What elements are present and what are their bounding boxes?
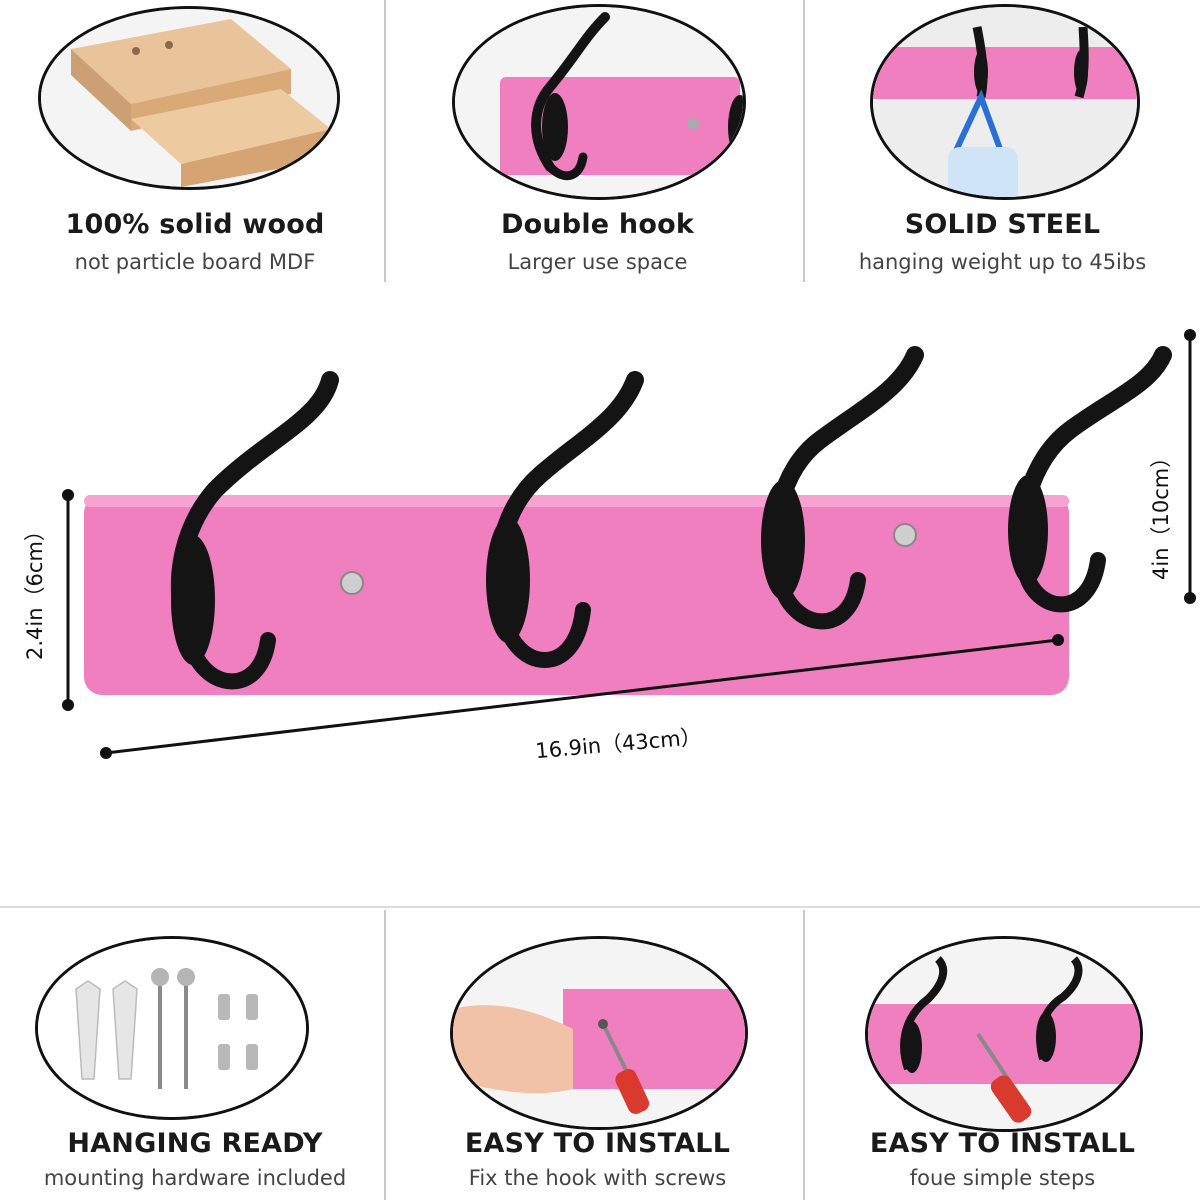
product-dimension-view: 2.4in（6cm） 16.9in（43cm） 4in（10cm）	[0, 300, 1200, 860]
feature-title: EASY TO INSTALL	[464, 1128, 731, 1159]
feature-easy-install-screws: EASY TO INSTALL Fix the hook with screws	[390, 910, 805, 1200]
feature-subtitle: hanging weight up to 45ibs	[858, 250, 1147, 274]
divider	[803, 0, 805, 282]
length-dimension-line	[105, 638, 1059, 755]
feature-subtitle: foue simple steps	[909, 1166, 1096, 1190]
screwdriver-rack-image	[865, 936, 1143, 1132]
feature-subtitle: mounting hardware included	[43, 1166, 347, 1190]
feature-subtitle: not particle board MDF	[74, 250, 316, 274]
hook	[486, 371, 644, 668]
feature-title: 100% solid wood	[65, 209, 325, 240]
feature-title: HANGING READY	[67, 1128, 323, 1159]
feature-title: SOLID STEEL	[904, 209, 1101, 240]
height-label: 2.4in（6cm）	[23, 520, 47, 660]
wood-plank-image	[38, 6, 340, 190]
divider	[384, 0, 386, 282]
divider	[0, 906, 1200, 908]
feature-subtitle: Fix the hook with screws	[468, 1166, 727, 1190]
feature-hanging-ready: HANGING READY mounting hardware included	[0, 910, 390, 1200]
feature-double-hook: Double hook Larger use space	[390, 0, 805, 290]
feature-solid-steel: SOLID STEEL hanging weight up to 45ibs	[805, 0, 1200, 290]
divider	[803, 910, 805, 1200]
hook	[1008, 346, 1172, 613]
feature-subtitle: Larger use space	[507, 250, 688, 274]
screws-anchors-image	[35, 936, 309, 1120]
double-hook-image	[452, 4, 746, 200]
hook	[761, 346, 924, 630]
depth-label: 4in（10cm）	[1149, 446, 1173, 580]
feature-title: EASY TO INSTALL	[869, 1128, 1136, 1159]
hook	[170, 371, 339, 690]
feature-easy-install-steps: EASY TO INSTALL foue simple steps	[805, 910, 1200, 1200]
coat-rack-illustration	[62, 329, 1196, 759]
feature-solid-wood: 100% solid wood not particle board MDF	[0, 0, 390, 290]
screwdriver-install-image	[450, 936, 748, 1130]
divider	[384, 910, 386, 1200]
hanging-bottle-image	[870, 4, 1140, 200]
feature-title: Double hook	[501, 209, 694, 240]
